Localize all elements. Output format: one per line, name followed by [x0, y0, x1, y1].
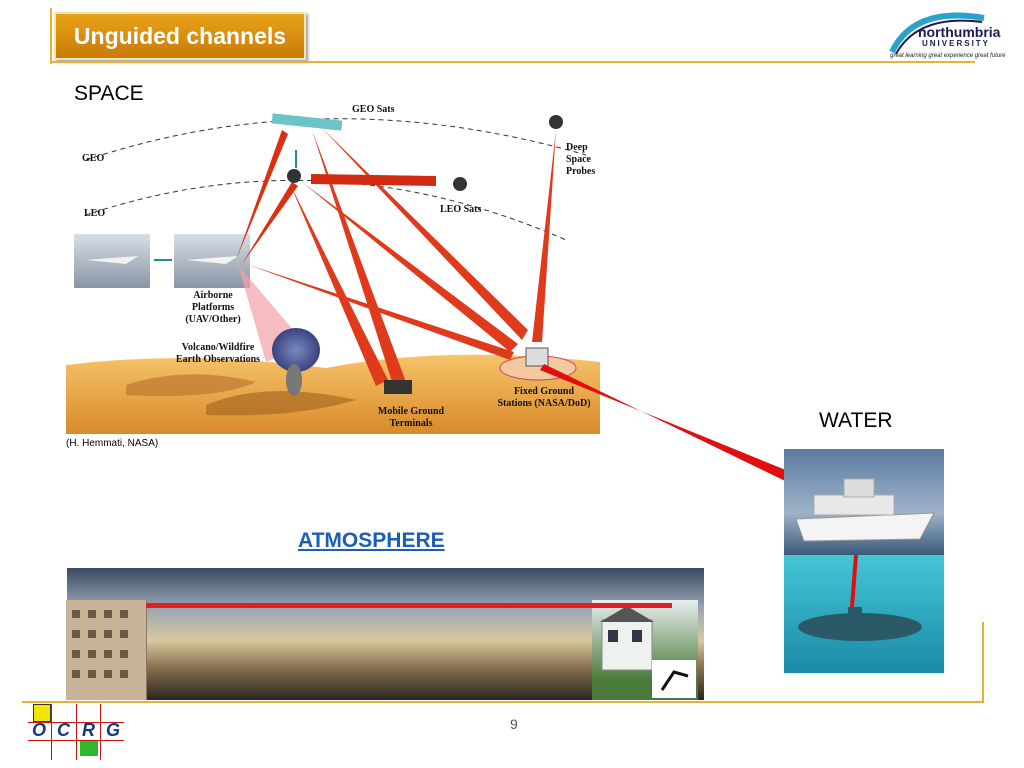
leo-satellite-1 — [287, 169, 301, 183]
footer-divider — [22, 701, 984, 703]
geo-satellite — [271, 113, 343, 131]
ocrg-green-square — [80, 740, 98, 756]
submarine-image — [784, 555, 944, 673]
house-image — [592, 600, 698, 700]
space-communication-diagram — [66, 113, 600, 434]
geo-label: GEO — [82, 153, 105, 164]
atmosphere-link[interactable]: ATMOSPHERE — [298, 529, 445, 552]
geo-sats-label: GEO Sats — [352, 104, 395, 115]
ocrg-letter-c: C — [57, 720, 70, 740]
logo-swoosh-icon — [889, 12, 985, 55]
leo-label: LEO — [84, 208, 106, 219]
ocrg-letter-r: R — [82, 720, 95, 740]
title-divider-horizontal — [50, 61, 975, 63]
water-beam — [540, 364, 820, 496]
leo-satellite-2 — [453, 177, 467, 191]
ocrg-yellow-square — [33, 704, 51, 722]
mobile-ground-terminal — [384, 380, 412, 394]
atmosphere-beam — [146, 603, 672, 608]
slide-title: Unguided channels — [54, 12, 306, 60]
space-label: SPACE — [74, 82, 144, 105]
logo-subtitle: UNIVERSITY — [922, 39, 991, 48]
page-number: 9 — [510, 716, 518, 732]
image-credit: (H. Hemmati, NASA) — [66, 438, 159, 449]
logo-name: northumbria — [918, 24, 1001, 40]
logo-tagline: great learning great experience great fu… — [890, 53, 1006, 59]
ocrg-logo: O C R G — [28, 704, 128, 760]
leo-sats-label: LEO Sats — [440, 204, 482, 215]
university-logo — [884, 4, 1024, 64]
deep-space-probe — [549, 115, 563, 129]
leo-orbit — [85, 179, 567, 241]
title-divider-vertical — [50, 8, 52, 64]
ocrg-letter-o: O — [32, 720, 47, 740]
water-label: WATER — [819, 409, 893, 432]
cruise-ship-image — [784, 449, 944, 555]
volcano-plume — [272, 328, 320, 372]
footer-divider-vertical — [982, 622, 984, 702]
ocrg-letter-g: G — [106, 720, 121, 740]
building-image — [66, 600, 147, 700]
geo-orbit — [85, 118, 587, 161]
